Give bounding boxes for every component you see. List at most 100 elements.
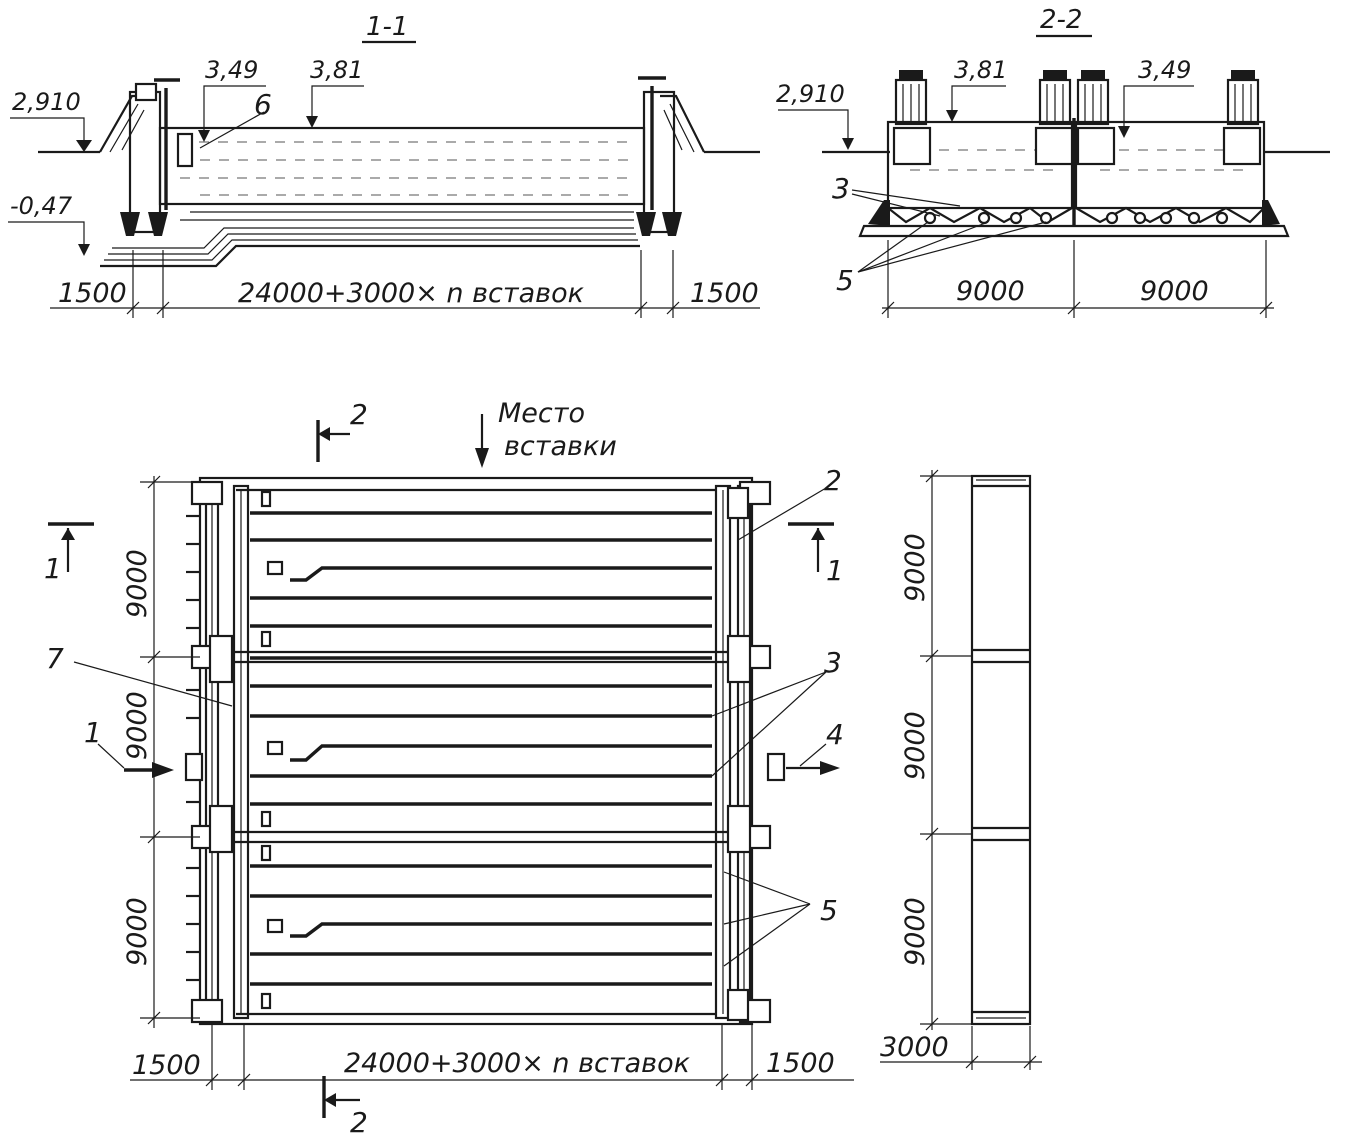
level-arrow [1118,126,1130,138]
pipe-clamp [260,844,272,862]
callout-3: 3 [824,646,842,679]
cut-mark-2-label: 2 [350,398,368,431]
plan-outline [198,476,754,1026]
cut-mark-2-arrowhead [324,1093,336,1107]
pipe-fitting [266,740,284,756]
perforated-pipe [1009,211,1023,225]
dim-tick [715,1073,729,1087]
channel-box [1222,126,1262,166]
carriage-right [726,804,752,854]
side-view: 9000 9000 9000 3000 [880,469,1042,1070]
level-leader [1123,85,1194,136]
section-1-1: 1-1 [8,12,760,318]
dim-tick [925,827,939,841]
section-2-2: 2-2 [776,5,1330,318]
pipe-fitting [266,560,284,576]
dim-9000: 9000 [900,711,931,780]
foundation-layer [104,239,638,261]
embankment-left [99,94,148,153]
level-arrow [306,116,318,128]
dim-tick [1023,1055,1037,1069]
dim-1500-left: 1500 [58,278,127,309]
dim-3000: 3000 [880,1032,949,1063]
dim-tick [745,1073,759,1087]
carriage-right [726,634,752,684]
callout-leader [723,903,811,925]
callout-4: 4 [826,718,844,751]
channel-box [892,126,932,166]
callout-leader [97,743,125,769]
inlet-teeth [186,514,200,982]
dim-tick [237,1073,251,1087]
bearing-block [190,998,224,1024]
embankment-right-hatch [663,103,695,153]
tank-body [158,126,646,206]
drive-unit [894,70,928,126]
base-slab [858,224,1290,238]
inlet-arrowhead [152,762,174,778]
dim-tick [147,830,161,844]
pipe-clamp [260,992,272,1010]
cut-mark-1-label: 1 [826,554,844,587]
pipe-clamp [260,630,272,648]
level-2910: 2,910 [776,80,845,108]
callout-leader [799,743,827,767]
perforated-pipe [1133,211,1147,225]
level-381: 3,81 [310,56,363,84]
carriage-left [208,804,234,854]
level-349: 3,49 [205,56,258,84]
distribution-wall [232,484,250,1020]
dim-tick [666,301,680,315]
cut-mark-2-arrowhead [318,427,330,441]
callout-leader [737,487,827,541]
level-349: 3,49 [1138,56,1191,84]
level-arrow [78,244,90,256]
level-leader [10,117,85,150]
base-footing [1262,200,1280,226]
pipe-fitting [266,918,284,934]
level-leader [778,109,849,148]
dim-tick [965,1055,979,1069]
dim-9000: 9000 [122,691,153,760]
level-arrow [842,138,854,150]
distribution-pipes-section-3 [250,864,712,986]
end-post-right [642,90,676,234]
pipe-clamp [260,490,272,508]
cut-mark-2-label: 2 [350,1106,368,1139]
base-footing [868,200,890,226]
perforated-pipe [1105,211,1119,225]
callout-1: 1 [84,716,102,749]
drive-unit [1038,70,1072,126]
level-leader [951,85,1006,120]
dim-9000: 9000 [1140,276,1209,307]
post-footing [120,212,140,236]
dim-tick [925,1017,939,1031]
dim-1500-right: 1500 [766,1048,835,1079]
perforated-pipe [1187,211,1201,225]
level-arrow [198,130,210,142]
dim-9000: 9000 [122,897,153,966]
perforated-pipe [977,211,991,225]
tank-section-right [1074,120,1266,210]
dim-9000: 9000 [900,897,931,966]
callout-leader [851,193,941,217]
callout-leader [723,903,811,967]
embankment-right [660,94,705,153]
dim-tick [881,301,895,315]
post-footing [636,212,656,236]
carriage-right [726,988,750,1022]
level-leader [203,85,266,140]
level-381: 3,81 [954,56,1007,84]
dim-length: 24000+3000× n вставок [238,278,585,309]
post-footing [148,212,168,236]
end-post-left [128,90,162,234]
dim-tick [126,301,140,315]
level-arrow [76,140,92,152]
section-2-title: 2-2 [1040,5,1082,35]
callout-leader [711,671,827,717]
callout-leader [857,221,1047,273]
dim-tick [634,301,648,315]
dim-tick [925,649,939,663]
carriage-left [208,634,234,684]
